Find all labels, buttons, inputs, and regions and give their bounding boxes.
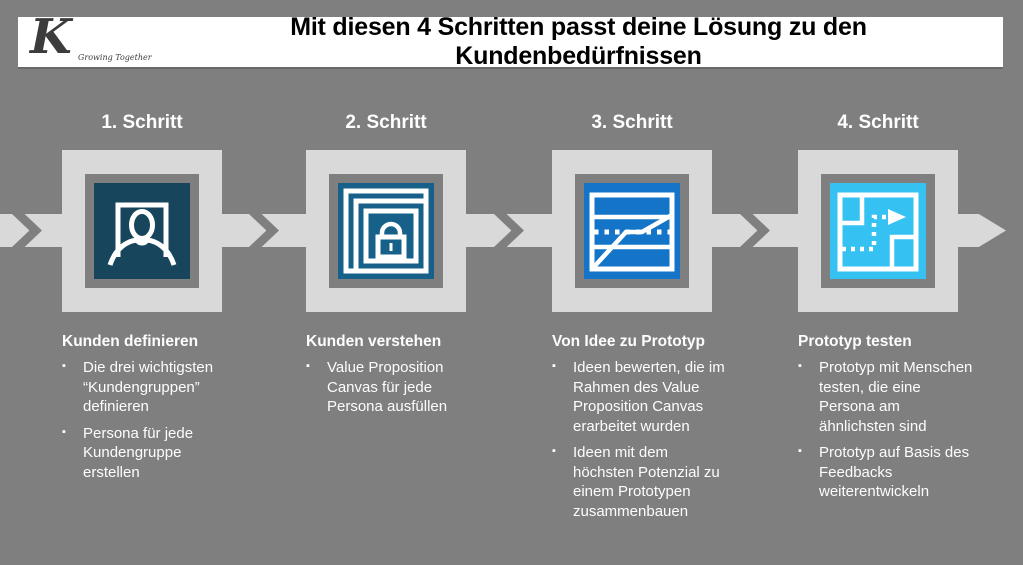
step-column: 3. Schritt	[552, 110, 758, 521]
company-logo: K Growing Together	[18, 9, 168, 67]
page-title: Mit diesen 4 Schritten passt deine Lösun…	[290, 13, 867, 70]
step-label: 2. Schritt	[345, 112, 427, 133]
step-text: Prototyp testen ▪ Prototyp mit Menschen t…	[798, 332, 1004, 502]
canvas-lock-icon	[343, 188, 429, 274]
bullet-text: Persona für jede Kundengruppe erstellen	[83, 424, 194, 481]
icon-tile	[584, 183, 680, 279]
step-label: 1. Schritt	[101, 112, 183, 133]
bullet-square-icon: ▪	[798, 360, 802, 373]
bullet-square-icon: ▪	[798, 445, 802, 458]
bullet-item: ▪ Persona für jede Kundengruppe erstellen	[62, 424, 238, 483]
icon-tile	[830, 183, 926, 279]
step-label: 3. Schritt	[591, 112, 673, 133]
bullet-item: ▪ Prototyp auf Basis des Feedbacks weiter…	[798, 443, 974, 502]
bullet-text: Prototyp auf Basis des Feedbacks weitere…	[819, 444, 970, 501]
bullet-text: Ideen mit dem höchsten Potenzial zu eine…	[573, 444, 720, 520]
step-text: Von Idee zu Prototyp ▪ Ideen bewerten, di…	[552, 332, 758, 521]
bullet-item: ▪ Ideen mit dem höchsten Potenzial zu ein…	[552, 443, 728, 521]
step-text: Kunden definieren ▪ Die drei wichtigsten …	[62, 332, 268, 482]
bullet-text: Die drei wichtigsten “Kundengruppen” def…	[83, 359, 214, 416]
bullet-square-icon: ▪	[62, 425, 66, 438]
bullet-list: ▪ Die drei wichtigsten “Kundengruppen” de…	[62, 358, 268, 482]
bullet-list: ▪ Ideen bewerten, die im Rahmen des Value…	[552, 358, 758, 521]
step-heading: Kunden verstehen	[306, 333, 442, 350]
logo-k-icon: K	[30, 9, 72, 65]
step-tile	[62, 150, 222, 312]
bullet-item: ▪ Ideen bewerten, die im Rahmen des Value…	[552, 358, 728, 436]
bullet-square-icon: ▪	[552, 445, 556, 458]
step-heading: Prototyp testen	[798, 333, 912, 350]
bullet-text: Value Proposition Canvas für jede Person…	[327, 359, 448, 416]
step-tile	[306, 150, 466, 312]
bullet-list: ▪ Prototyp mit Menschen testen, die eine …	[798, 358, 1004, 502]
step-heading: Kunden definieren	[62, 333, 199, 350]
step-label: 4. Schritt	[837, 112, 919, 133]
bullet-item: ▪ Value Proposition Canvas für jede Perso…	[306, 358, 482, 417]
bullet-item: ▪ Prototyp mit Menschen testen, die eine …	[798, 358, 974, 436]
step-column: 4. Schritt	[798, 110, 1004, 502]
icon-frame	[821, 174, 935, 288]
step-heading: Von Idee zu Prototyp	[552, 333, 705, 350]
header-bar: K Growing Together Mit diesen 4 Schritte…	[18, 9, 1003, 70]
icon-frame	[575, 174, 689, 288]
idea-chart-icon	[589, 192, 675, 272]
icon-tile	[338, 183, 434, 279]
step-column: 1. Schritt Kunde	[62, 110, 268, 482]
step-column: 2. Schritt	[306, 110, 512, 417]
icon-tile	[94, 183, 190, 279]
bullet-square-icon: ▪	[552, 360, 556, 373]
bullet-square-icon: ▪	[62, 360, 66, 373]
bullet-text: Prototyp mit Menschen testen, die eine P…	[819, 359, 973, 435]
bullet-list: ▪ Value Proposition Canvas für jede Perso…	[306, 358, 512, 417]
step-tile	[552, 150, 712, 312]
prototype-path-icon	[837, 192, 919, 272]
bullet-text: Ideen bewerten, die im Rahmen des Value …	[573, 359, 725, 435]
step-text: Kunden verstehen ▪ Value Proposition Canv…	[306, 332, 512, 417]
bullet-square-icon: ▪	[306, 360, 310, 373]
step-tile	[798, 150, 958, 312]
bullet-item: ▪ Die drei wichtigsten “Kundengruppen” de…	[62, 358, 238, 417]
icon-frame	[85, 174, 199, 288]
icon-frame	[329, 174, 443, 288]
persona-icon	[107, 202, 177, 266]
logo-tagline: Growing Together	[78, 53, 152, 62]
